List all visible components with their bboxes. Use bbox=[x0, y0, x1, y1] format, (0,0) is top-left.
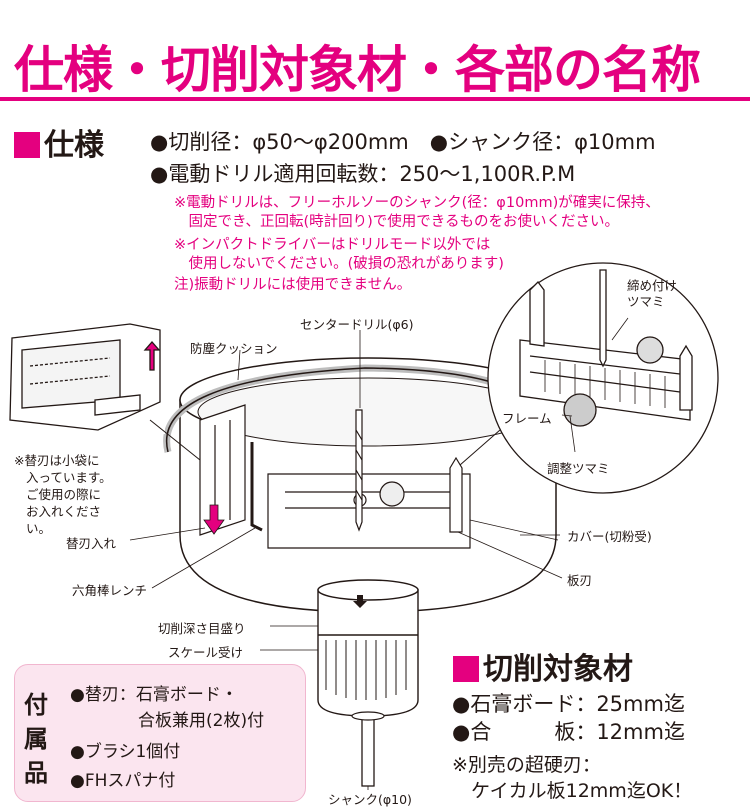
materials-note-2: ケイカル板12mm迄OK！ bbox=[452, 780, 693, 802]
spec-line-2: ●電動ドリル適用回転数：250〜1,100R.P.M bbox=[150, 162, 576, 186]
spec-heading-text: 仕様 bbox=[44, 128, 104, 163]
spec-note-2: 固定でき、正回転(時計回り)で使用できるものをお使いください。 bbox=[174, 214, 620, 230]
label-cover: カバー(切粉受) bbox=[567, 529, 652, 544]
spec-note-5: 注)振動ドリルには使用できません。 bbox=[174, 277, 412, 293]
spec-line-1: ●切削径：φ50〜φ200mm ●シャンク径：φ10mm bbox=[150, 130, 656, 154]
label-dust-cushion: 防塵クッション bbox=[190, 341, 278, 356]
side-note-line: お入れください。 bbox=[26, 504, 102, 536]
label-blade-holder: 替刃入れ bbox=[66, 536, 117, 551]
heading-square-icon bbox=[453, 656, 479, 682]
spare-blade-note: ※替刃は小袋に 入っています。 ご使用の際に お入れください。 bbox=[14, 452, 114, 537]
blade-inset bbox=[0, 316, 165, 434]
accessory-item: ●ブラシ1個付 bbox=[70, 742, 181, 762]
drill-chuck bbox=[317, 579, 419, 717]
heading-square-icon bbox=[14, 132, 40, 158]
label-tighten-knob: 締め付け ツマミ bbox=[627, 278, 678, 309]
label-hex-wrench: 六角棒レンチ bbox=[72, 583, 148, 598]
materials-heading-text: 切削対象材 bbox=[483, 652, 633, 687]
label-frame: フレーム bbox=[502, 411, 552, 426]
accessories-heading: 付 属 品 bbox=[22, 688, 50, 790]
frame-inset bbox=[487, 262, 719, 494]
spec-note-3: ※インパクトドライバーはドリルモード以外では bbox=[174, 237, 491, 253]
page-title: 仕様・切削対象材・各部の名称 bbox=[14, 41, 701, 99]
title-divider bbox=[0, 97, 750, 101]
accessory-item: 合板兼用(2枚)付 bbox=[70, 711, 265, 731]
side-note-line: ご使用の際に bbox=[26, 487, 102, 502]
materials-heading: 切削対象材 bbox=[453, 644, 633, 688]
accessory-item: ●替刃：石膏ボード・ bbox=[70, 685, 238, 705]
label-depth-scale: 切削深さ目盛り bbox=[158, 621, 246, 636]
spec-note-4: 使用しないでください。(破損の恐れがあります) bbox=[174, 256, 504, 272]
side-note-line: 入っています。 bbox=[26, 470, 112, 485]
accessories-heading-char: 付 bbox=[24, 691, 48, 719]
label-plate-blade: 板刃 bbox=[567, 573, 593, 588]
material-item: ●石膏ボード：25mm迄 bbox=[452, 692, 685, 716]
accessories-heading-char: 属 bbox=[24, 725, 48, 753]
label-adjust-knob: 調整ツマミ bbox=[547, 461, 610, 476]
accessory-item: ●FHスパナ付 bbox=[70, 771, 176, 791]
spec-heading: 仕様 bbox=[14, 120, 104, 164]
material-item: ●合 板：12mm迄 bbox=[452, 720, 685, 744]
label-center-drill: センタードリル(φ6) bbox=[300, 317, 414, 332]
accessories-box bbox=[14, 664, 306, 802]
frame-plate bbox=[267, 473, 471, 549]
blade-holder bbox=[199, 404, 246, 536]
center-drill bbox=[355, 409, 363, 532]
plate-blade bbox=[449, 456, 463, 533]
label-shank: シャンク(φ10) bbox=[328, 792, 412, 807]
side-note-line: ※替刃は小袋に bbox=[14, 453, 100, 468]
label-scale-holder: スケール受け bbox=[168, 645, 244, 660]
materials-note-1: ※別売の超硬刃： bbox=[452, 754, 601, 776]
spec-note-1: ※電動ドリルは、フリーホルソーのシャンク(径：φ10mm)が確実に保持、 bbox=[174, 195, 660, 211]
accessories-heading-char: 品 bbox=[24, 759, 48, 787]
